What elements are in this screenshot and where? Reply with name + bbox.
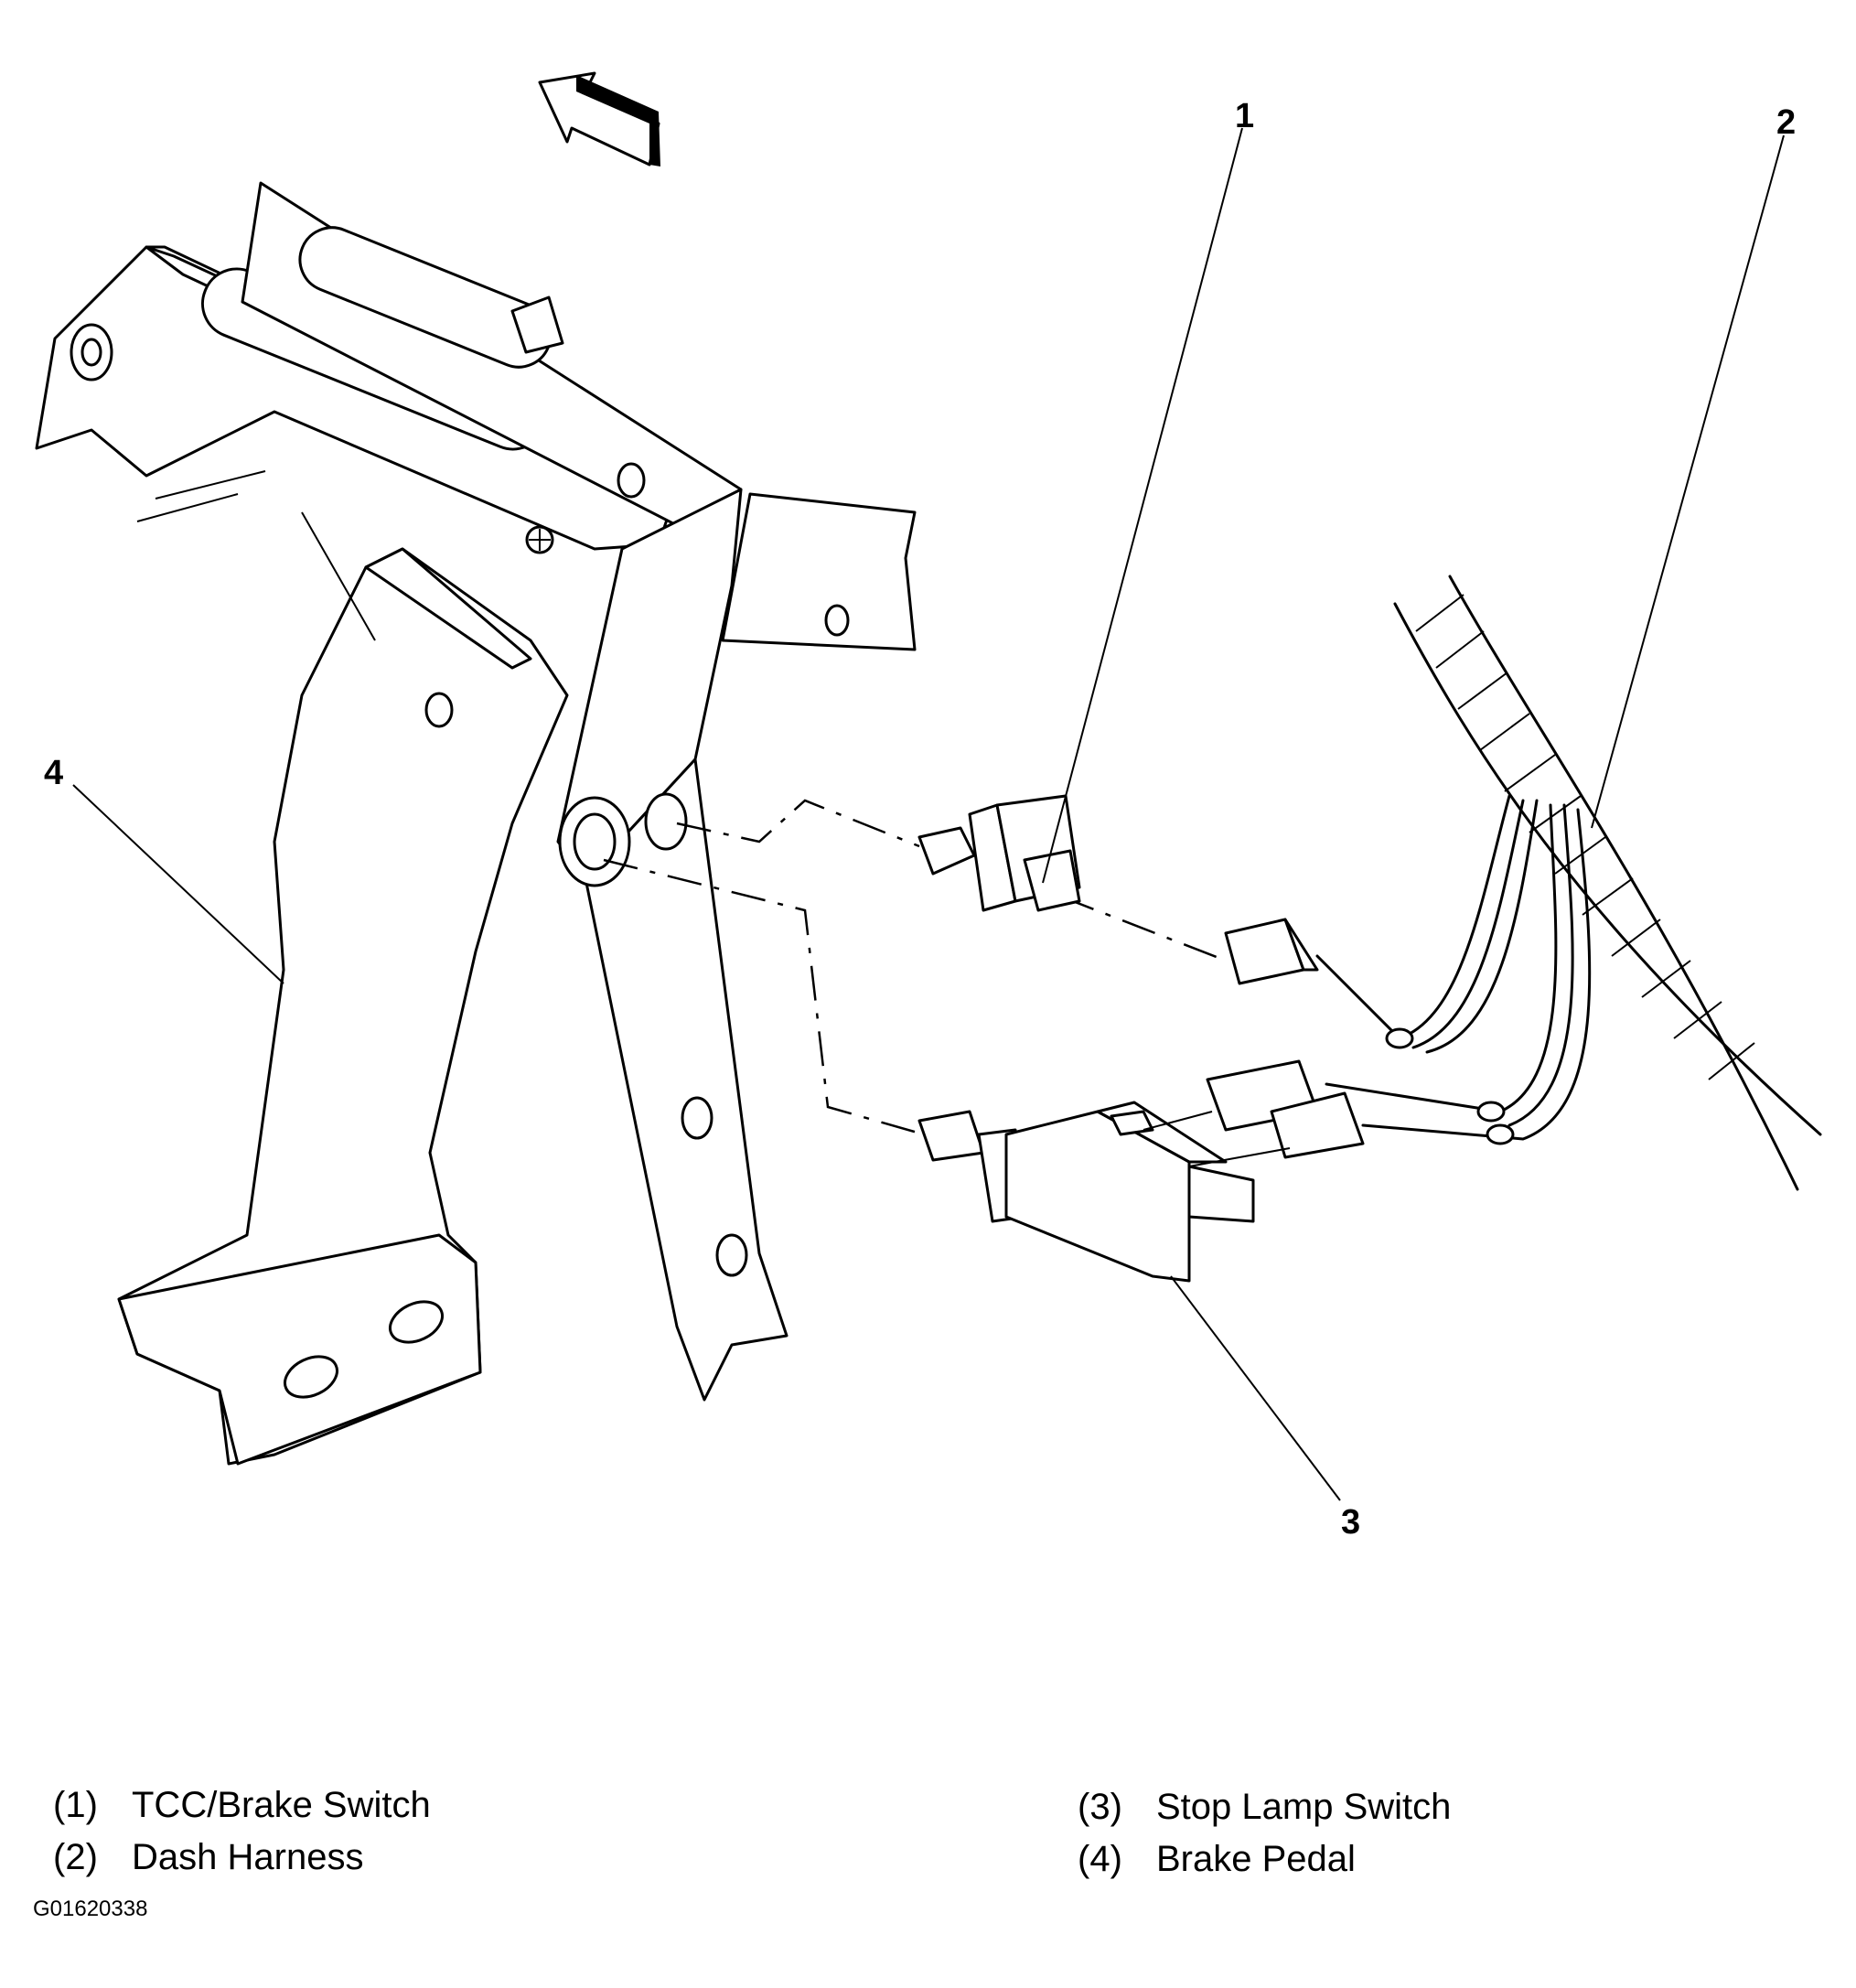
tcc-brake-switch	[917, 794, 1081, 912]
legend-item: (4) Brake Pedal	[1078, 1841, 1356, 1877]
dash-harness	[1315, 575, 1822, 1191]
legend-item: (2) Dash Harness	[53, 1839, 363, 1875]
legend-label: Stop Lamp Switch	[1156, 1787, 1452, 1827]
legend-number: (1)	[53, 1785, 98, 1825]
callout-2: 2	[1776, 103, 1797, 142]
harness-connectors	[1143, 918, 1365, 1167]
pedal-support-bracket	[35, 181, 917, 1466]
callout-4: 4	[44, 754, 64, 792]
callout-1: 1	[1235, 97, 1255, 135]
legend-label: TCC/Brake Switch	[132, 1785, 431, 1825]
legend-number: (2)	[53, 1837, 98, 1877]
legend-item: (3) Stop Lamp Switch	[1078, 1789, 1451, 1825]
figure-code: G01620338	[33, 1897, 148, 1921]
legend-item: (1) TCC/Brake Switch	[53, 1787, 431, 1823]
callout-leader-lines	[72, 127, 1785, 1501]
stop-lamp-switch	[917, 1101, 1255, 1283]
installation-path-lines	[603, 799, 1227, 1136]
legend-label: Brake Pedal	[1156, 1839, 1356, 1879]
legend-number: (4)	[1078, 1839, 1122, 1879]
direction-arrow-icon	[538, 71, 660, 167]
legend-label: Dash Harness	[132, 1837, 364, 1877]
legend-number: (3)	[1078, 1787, 1122, 1827]
callout-3: 3	[1341, 1503, 1361, 1542]
